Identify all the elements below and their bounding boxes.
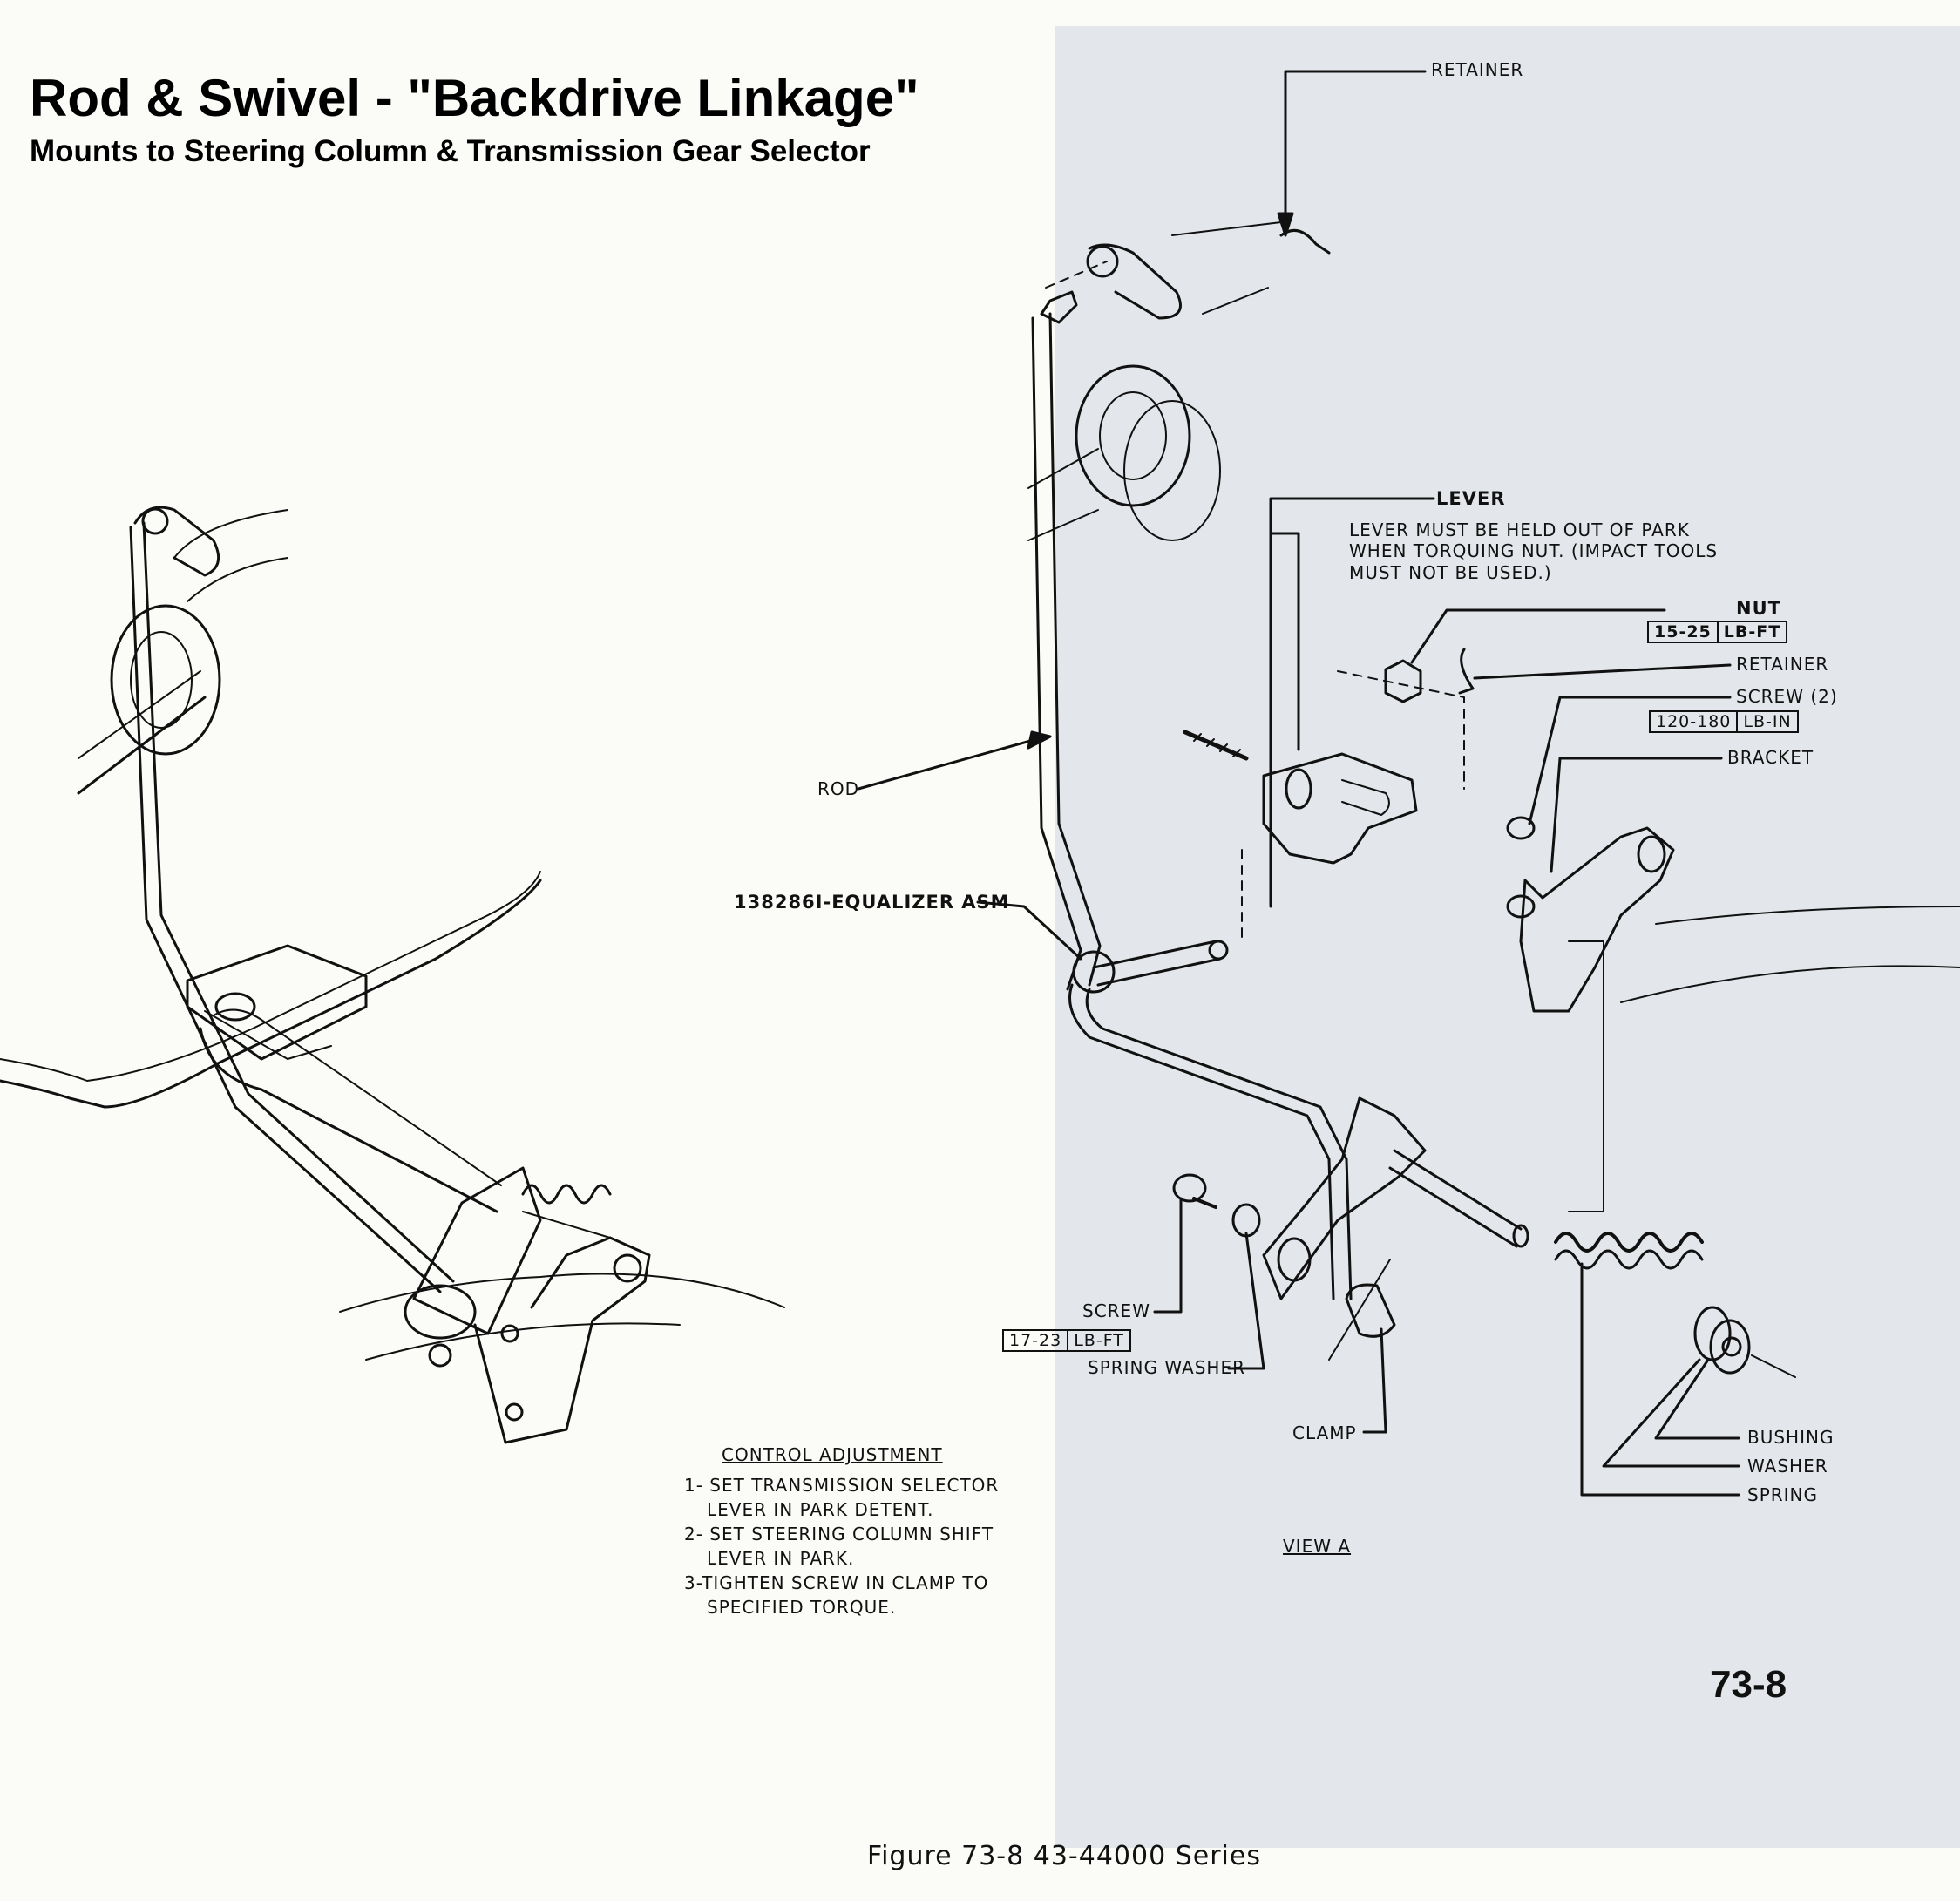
control-adjustment-list: 1- SET TRANSMISSION SELECTOR LEVER IN PA…: [684, 1473, 999, 1619]
label-bracket: BRACKET: [1727, 747, 1814, 768]
label-rod: ROD: [817, 778, 860, 799]
step-3-line-1: 3-TIGHTEN SCREW IN CLAMP TO: [684, 1572, 989, 1593]
label-bushing: BUSHING: [1747, 1427, 1835, 1448]
control-adjustment-heading: CONTROL ADJUSTMENT: [722, 1444, 943, 1465]
step-3-line-2: SPECIFIED TORQUE.: [707, 1597, 897, 1618]
exploded-drawing: [1027, 221, 1960, 1378]
step-2-line-2: LEVER IN PARK.: [707, 1548, 855, 1569]
label-retainer-mid: RETAINER: [1736, 654, 1829, 675]
label-retainer-top: RETAINER: [1431, 59, 1524, 80]
screw-torque-value: 17-23: [1002, 1329, 1069, 1352]
nut-torque-unit: LB-FT: [1716, 621, 1788, 643]
label-equalizer: 138286I-EQUALIZER ASM: [734, 892, 1010, 913]
page-subtitle: Mounts to Steering Column & Transmission…: [30, 134, 871, 168]
label-spring-washer: SPRING WASHER: [1088, 1357, 1245, 1378]
leader-lines: [857, 70, 1740, 1497]
screw-torque-unit: LB-FT: [1067, 1329, 1131, 1352]
label-nut: NUT: [1736, 598, 1781, 619]
overview-drawing: [0, 506, 785, 1444]
step-2-line-1: 2- SET STEERING COLUMN SHIFT: [684, 1524, 994, 1545]
step-1-line-2: LEVER IN PARK DETENT.: [707, 1499, 934, 1520]
label-view-a: VIEW A: [1283, 1536, 1352, 1557]
step-1-line-1: 1- SET TRANSMISSION SELECTOR: [684, 1475, 1000, 1496]
label-lever-note-1: LEVER MUST BE HELD OUT OF PARK: [1349, 519, 1690, 540]
label-screw-2: SCREW (2): [1736, 686, 1838, 707]
screw2-torque-unit: LB-IN: [1736, 710, 1799, 733]
label-lever-note-3: MUST NOT BE USED.): [1349, 562, 1552, 583]
page-number: 73-8: [1710, 1663, 1787, 1706]
label-lever-note-2: WHEN TORQUING NUT. (IMPACT TOOLS: [1349, 540, 1719, 561]
nut-torque-value: 15-25: [1647, 621, 1719, 643]
screw2-torque-value: 120-180: [1649, 710, 1739, 733]
label-spring: SPRING: [1747, 1484, 1819, 1505]
speckled-paper-panel: [1055, 26, 1960, 1848]
label-screw: SCREW: [1082, 1300, 1150, 1321]
label-clamp: CLAMP: [1292, 1422, 1357, 1443]
figure-caption: Figure 73-8 43-44000 Series: [867, 1841, 1261, 1871]
page-title: Rod & Swivel - "Backdrive Linkage": [30, 69, 919, 127]
label-washer: WASHER: [1747, 1456, 1828, 1477]
label-lever: LEVER: [1436, 488, 1506, 509]
